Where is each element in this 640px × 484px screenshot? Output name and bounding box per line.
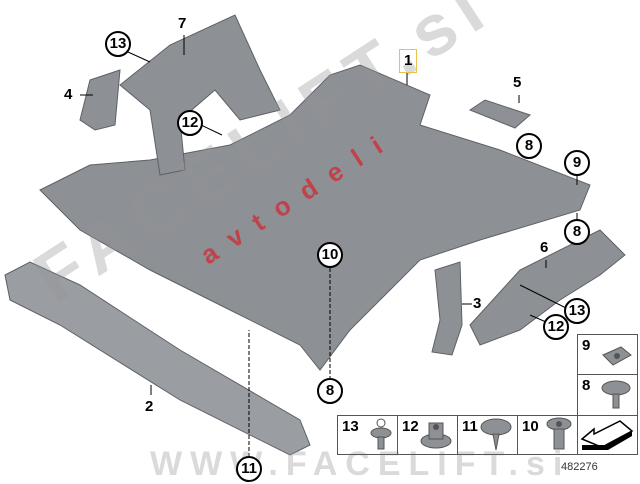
callout-8[interactable]: 8 bbox=[564, 219, 590, 245]
callout-11[interactable]: 11 bbox=[236, 456, 262, 482]
flange-nut-icon bbox=[420, 422, 452, 449]
callout-10[interactable]: 10 bbox=[317, 242, 343, 268]
legend-number: 10 bbox=[522, 418, 539, 435]
underbody-panel-1 bbox=[39, 64, 591, 371]
direction-arrow-icon bbox=[580, 420, 634, 451]
callout-5[interactable]: 5 bbox=[513, 74, 522, 91]
bracket-6 bbox=[469, 229, 626, 346]
bracket-7 bbox=[119, 14, 281, 176]
bracket-4 bbox=[79, 69, 121, 131]
callout-12[interactable]: 12 bbox=[543, 314, 569, 340]
callout-7[interactable]: 7 bbox=[178, 15, 187, 32]
callout-8[interactable]: 8 bbox=[317, 378, 343, 404]
screw-icon bbox=[601, 380, 631, 409]
front-panel-2 bbox=[4, 261, 311, 456]
callout-9[interactable]: 9 bbox=[564, 150, 590, 176]
callout-12[interactable]: 12 bbox=[177, 110, 203, 136]
callout-6[interactable]: 6 bbox=[540, 239, 549, 256]
callout-4[interactable]: 4 bbox=[64, 86, 73, 103]
legend-item-13[interactable]: 13 bbox=[337, 415, 398, 455]
view-direction-arrow bbox=[577, 415, 638, 455]
legend-item-10[interactable]: 10 bbox=[517, 415, 578, 455]
callout-3[interactable]: 3 bbox=[473, 295, 482, 312]
callout-1[interactable]: 1 bbox=[399, 49, 418, 73]
legend-number: 12 bbox=[402, 418, 419, 435]
callout-8[interactable]: 8 bbox=[516, 133, 542, 159]
legend-item-12[interactable]: 12 bbox=[397, 415, 458, 455]
legend-item-11[interactable]: 11 bbox=[457, 415, 518, 455]
legend-number: 11 bbox=[462, 418, 478, 435]
callout-2[interactable]: 2 bbox=[145, 398, 154, 415]
legend-number: 8 bbox=[582, 377, 591, 394]
clip-nut-icon bbox=[602, 346, 632, 366]
bracket-5 bbox=[468, 99, 531, 129]
diagram-number: 482276 bbox=[561, 461, 598, 473]
expanding-rivet-icon bbox=[370, 418, 392, 450]
rivet-nut-icon bbox=[546, 417, 572, 450]
legend-item-9[interactable]: 9 bbox=[577, 334, 638, 375]
screw-icon bbox=[480, 418, 512, 451]
callout-13[interactable]: 13 bbox=[105, 31, 131, 57]
legend-number: 13 bbox=[342, 418, 359, 435]
callout-13[interactable]: 13 bbox=[564, 298, 590, 324]
legend-item-8[interactable]: 8 bbox=[577, 374, 638, 416]
legend-number: 9 bbox=[582, 337, 591, 354]
bracket-3 bbox=[431, 261, 463, 356]
